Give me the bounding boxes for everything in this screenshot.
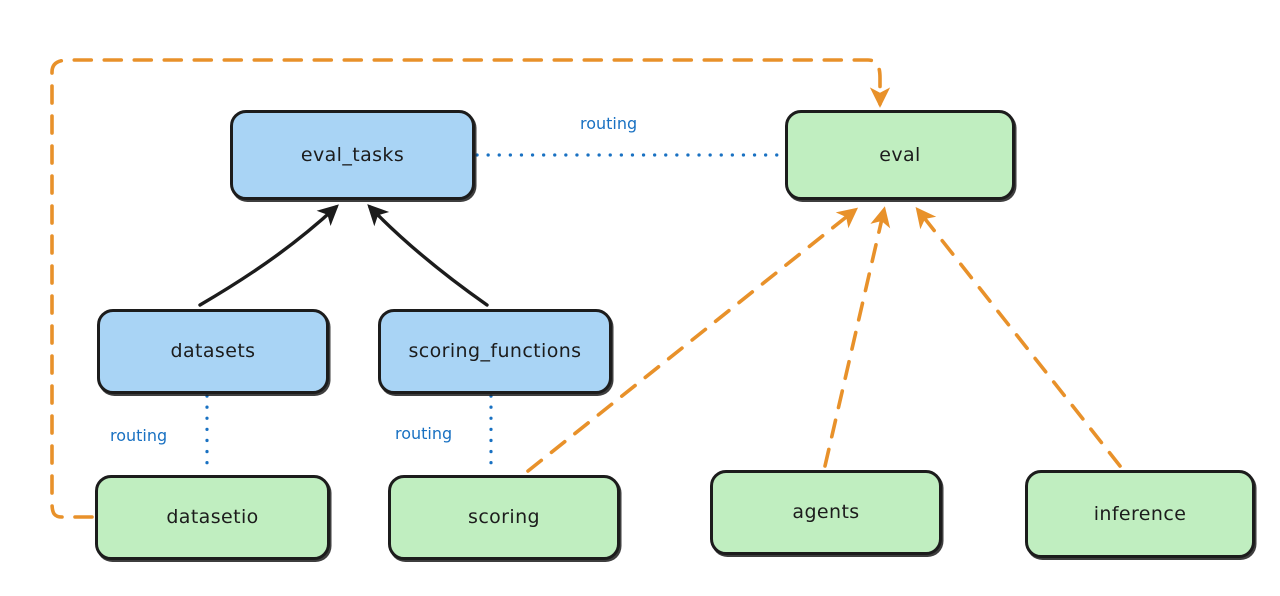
edge-scoring-eval <box>526 207 859 473</box>
node-datasets[interactable]: datasets <box>97 309 329 394</box>
node-agents[interactable]: agents <box>710 470 942 555</box>
edge-inference-eval <box>915 206 1122 468</box>
node-inference[interactable]: inference <box>1025 470 1255 558</box>
node-scoring-functions[interactable]: scoring_functions <box>378 309 612 394</box>
node-datasetio[interactable]: datasetio <box>95 475 330 560</box>
node-eval-tasks[interactable]: eval_tasks <box>230 110 475 200</box>
edge-scoring_functions-eval_tasks <box>367 204 489 307</box>
node-label-inference: inference <box>1093 502 1187 525</box>
node-label-eval: eval <box>879 143 921 166</box>
edge-label-routing-datasets-datasetio: routing <box>110 426 168 445</box>
edge-agents-eval <box>823 206 891 468</box>
node-label-datasets: datasets <box>170 340 256 362</box>
edge-datasets-eval_tasks <box>198 204 339 307</box>
node-label-datasetio: datasetio <box>166 506 259 528</box>
node-label-eval-tasks: eval_tasks <box>300 143 405 166</box>
node-eval[interactable]: eval <box>785 110 1015 200</box>
edge-datasetio-eval <box>50 58 891 519</box>
edge-label-routing-scoring-functions-scoring: routing <box>395 424 453 443</box>
node-label-scoring: scoring <box>468 506 540 528</box>
node-label-agents: agents <box>792 501 860 523</box>
node-scoring[interactable]: scoring <box>388 475 620 560</box>
edge-label-routing-eval-tasks-eval: routing <box>580 114 638 133</box>
node-label-scoring-functions: scoring_functions <box>408 340 582 362</box>
